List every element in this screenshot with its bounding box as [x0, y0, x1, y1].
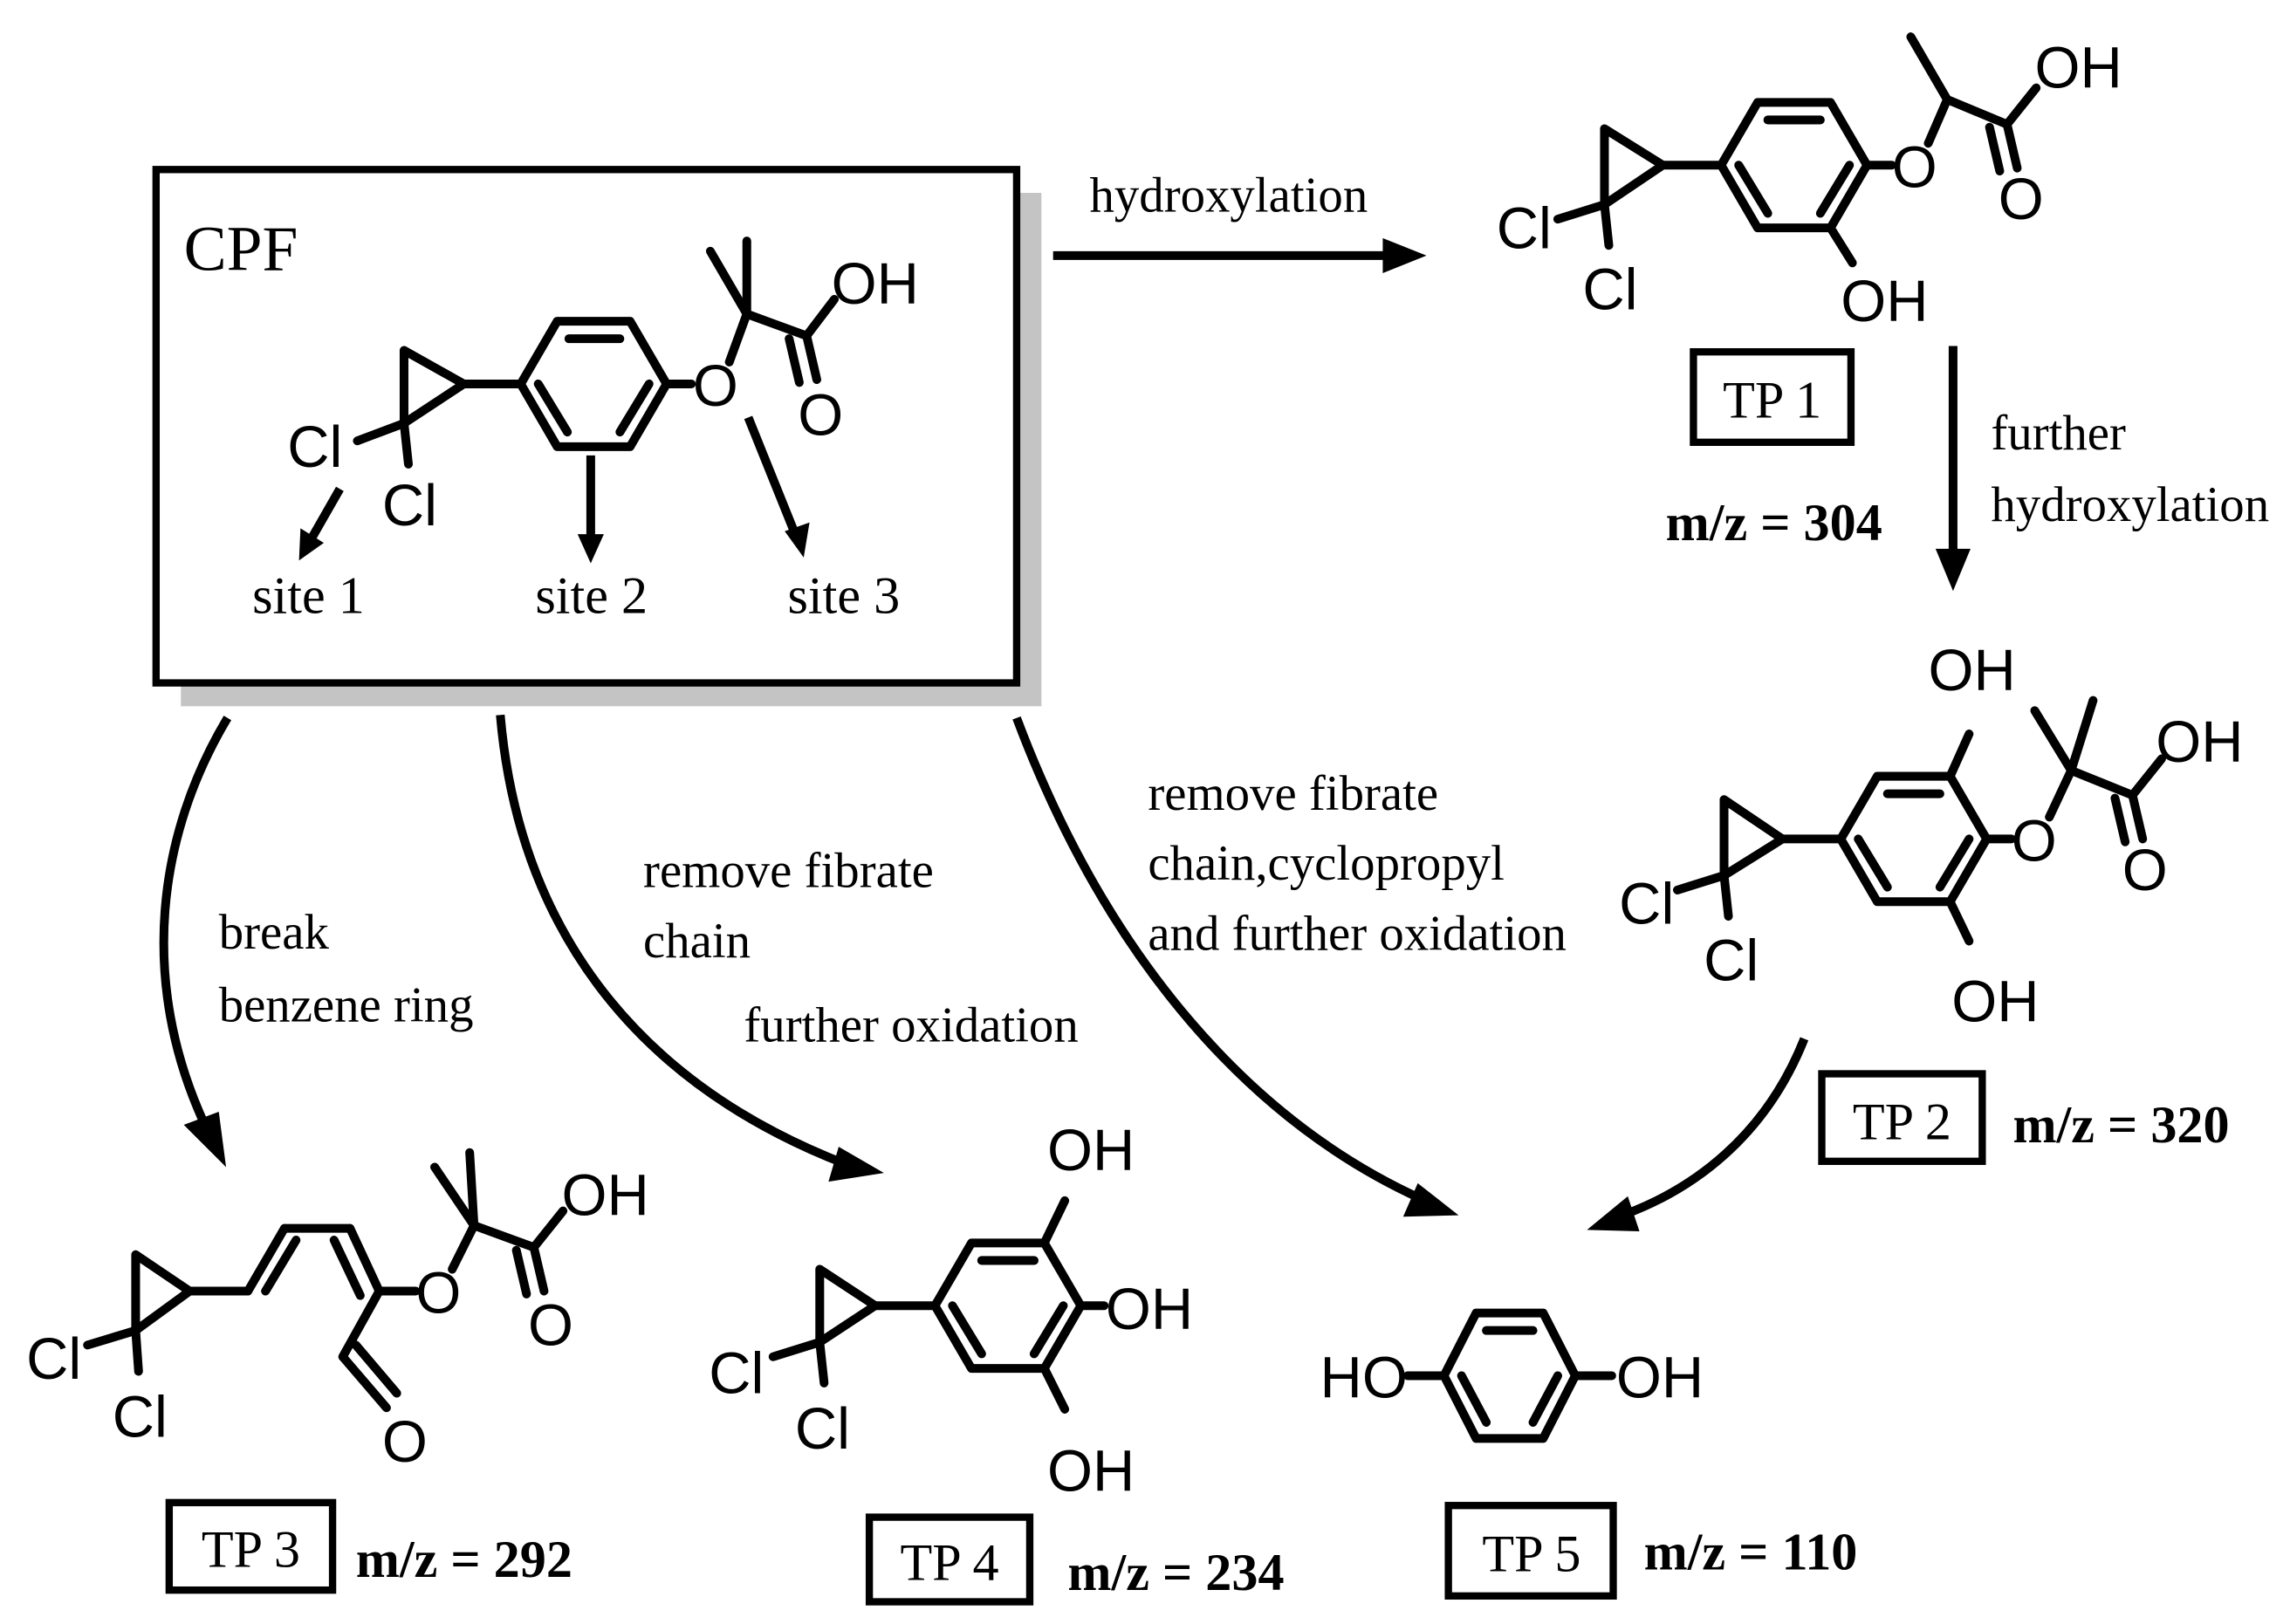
- label-tp5-remove-fibrate: remove fibrate: [1148, 766, 1438, 821]
- site-3-label: site 3: [788, 566, 901, 625]
- site-3-arrow: [744, 415, 801, 539]
- arrow-hydroxylation: [1052, 237, 1427, 273]
- label-tp4-remove-fibrate: remove fibrate: [643, 844, 934, 899]
- tp4-label: TP 4: [900, 1533, 998, 1592]
- site-1-arrow: [306, 486, 344, 543]
- tp2-cl-1: Cl: [1619, 871, 1674, 936]
- tp3-o-aldehyde: O: [382, 1409, 428, 1475]
- label-tp5-chain-cyclopropyl: chain,cyclopropyl: [1148, 836, 1505, 891]
- tp4-mz: m/z = 234: [1067, 1544, 1284, 1602]
- tp5-label-box: [1444, 1502, 1617, 1600]
- label-tp4-further-oxidation: further oxidation: [744, 998, 1078, 1053]
- cpf-o-ether: O: [693, 353, 738, 419]
- tp1-o-ether: O: [1892, 134, 1937, 200]
- site-arrows: [298, 415, 810, 564]
- tp5-structure: HO OH: [1320, 1308, 1704, 1443]
- tp1-label-box: [1690, 348, 1855, 446]
- cpf-cl-2: Cl: [382, 473, 437, 538]
- tp1-mz: m/z = 304: [1666, 494, 1882, 552]
- arrow-further-hydroxylation: [1935, 346, 1971, 592]
- tp2-oh-bottom: OH: [1951, 969, 2039, 1034]
- tp4-cl-1: Cl: [709, 1341, 764, 1407]
- cpf-structure: Cl Cl O OH O: [287, 236, 919, 538]
- tp5-ho: HO: [1320, 1346, 1408, 1411]
- tp2-oh-top: OH: [1929, 638, 2016, 703]
- tp3-o-ether: O: [415, 1261, 461, 1326]
- arrow-to-tp5-from-cpf: [1012, 716, 1459, 1217]
- tp2-label: TP 2: [1853, 1093, 1951, 1152]
- cpf-title: CPF: [184, 213, 298, 284]
- tp4-label-box: [865, 1513, 1034, 1606]
- label-tp4-chain: chain: [643, 914, 751, 969]
- tp5-label: TP 5: [1482, 1525, 1580, 1583]
- tp5-oh: OH: [1616, 1346, 1704, 1411]
- tp4-oh-middle: OH: [1106, 1277, 1193, 1342]
- tp2-label-box: [1818, 1070, 1986, 1165]
- tp1-cl-1: Cl: [1497, 196, 1552, 262]
- label-hydroxylation: hydroxylation: [1089, 168, 1368, 223]
- tp4-oh-bottom: OH: [1047, 1439, 1135, 1504]
- tp3-o-carbonyl: O: [528, 1292, 573, 1358]
- site-1-label: site 1: [252, 566, 365, 625]
- cpf-oh: OH: [832, 251, 919, 317]
- tp1-structure: Cl Cl O OH O OH: [1497, 32, 2122, 334]
- arrow-tp2-to-tp5: [1587, 1037, 1809, 1232]
- tp1-o-carbonyl: O: [1999, 167, 2044, 232]
- tp5-mz: m/z = 110: [1644, 1524, 1858, 1582]
- tp1-oh-acid: OH: [2035, 36, 2122, 101]
- tp3-oh-acid: OH: [561, 1163, 648, 1229]
- tp2-structure: Cl Cl OH OH O OH O: [1619, 638, 2243, 1034]
- label-break: break: [219, 905, 330, 960]
- site-2-label: site 2: [535, 566, 648, 625]
- tp2-cl-2: Cl: [1704, 928, 1759, 994]
- tp3-label-box: [165, 1498, 337, 1594]
- label-benzene-ring: benzene ring: [219, 977, 474, 1032]
- tp4-structure: Cl Cl OH OH OH: [709, 1118, 1193, 1504]
- cpf-o-carbonyl: O: [798, 382, 843, 448]
- cpf-cl-1: Cl: [287, 415, 342, 480]
- tp2-o-ether: O: [2012, 808, 2057, 874]
- tp1-oh-ring: OH: [1841, 269, 1928, 334]
- label-tp5-further-oxidation: and further oxidation: [1148, 906, 1567, 961]
- tp1-cl-2: Cl: [1582, 257, 1637, 323]
- tp3-label: TP 3: [202, 1520, 300, 1579]
- tp2-oh-acid: OH: [2156, 709, 2243, 775]
- tp1-label: TP 1: [1723, 371, 1821, 429]
- arrow-break-benzene: [159, 716, 232, 1168]
- tp3-mz: m/z = 292: [356, 1531, 572, 1589]
- label-further-hydroxylation: hydroxylation: [1991, 477, 2269, 532]
- cpf-box: CPF Cl Cl O OH: [152, 166, 1042, 707]
- label-further: further: [1991, 406, 2126, 461]
- tp4-cl-2: Cl: [795, 1396, 850, 1462]
- tp3-structure: Cl Cl O OH O O: [26, 1148, 649, 1475]
- tp3-cl-1: Cl: [26, 1326, 81, 1392]
- tp3-cl-2: Cl: [113, 1385, 168, 1450]
- cpf-box-frame: [152, 166, 1021, 687]
- tp4-oh-top: OH: [1047, 1118, 1135, 1183]
- tp2-mz: m/z = 320: [2012, 1096, 2229, 1155]
- arrow-to-tp4: [496, 714, 884, 1182]
- tp2-o-carbonyl: O: [2122, 838, 2168, 903]
